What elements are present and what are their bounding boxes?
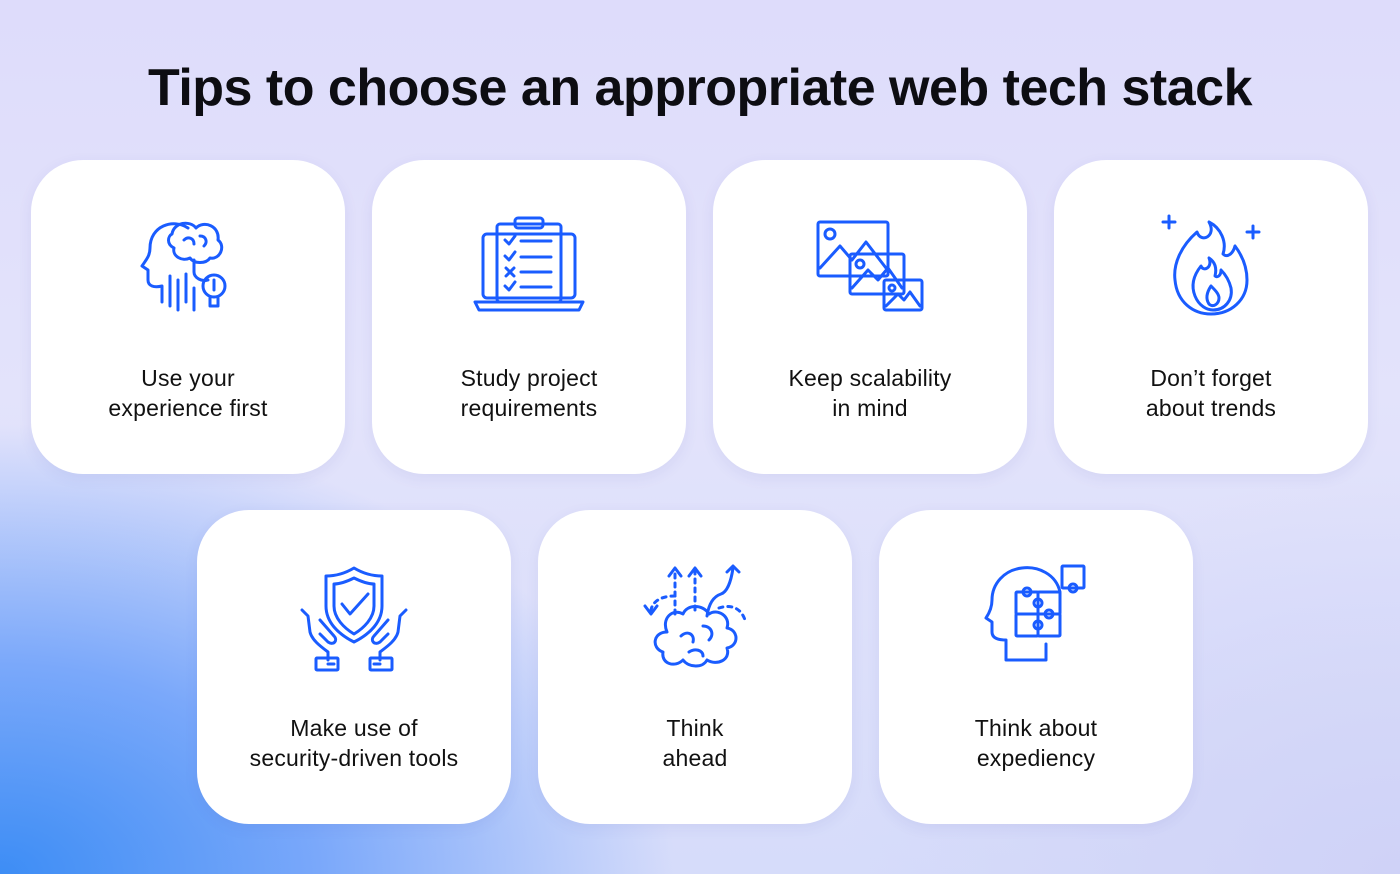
page-title: Tips to choose an appropriate web tech s… [148,59,1253,117]
scaling-images-icon [810,206,930,326]
clipboard-checklist-icon [469,206,589,326]
tip-label-line: Think [666,715,724,741]
tip-label-line: Think about [974,715,1098,741]
tip-label-line: in mind [832,395,908,421]
tip-card-think-ahead: Think ahead [538,510,852,824]
brain-idea-icon [128,206,248,326]
tip-label-line: about trends [1145,395,1277,421]
tip-label-line: ahead [662,745,728,771]
tip-label-line: Make use of [290,715,418,741]
tip-label-line: Don’t forget [1150,365,1272,391]
tip-label-line: Study project [460,365,598,391]
head-puzzle-icon [976,556,1096,676]
fire-trend-icon [1151,206,1271,326]
tip-card-security: Make use of security-driven tools [197,510,511,824]
tip-card-trends: Don’t forget about trends [1054,160,1368,474]
tip-card-scalability: Keep scalability in mind [713,160,1027,474]
tip-label-line: security-driven tools [249,745,459,771]
security-shield-hands-icon [294,556,414,676]
tip-label-line: Use your [141,365,235,391]
brain-arrows-icon [635,556,755,676]
tip-label-line: Keep scalability [788,365,952,391]
tip-card-expediency: Think about expediency [879,510,1193,824]
tip-card-requirements: Study project requirements [372,160,686,474]
tip-label-line: requirements [460,395,598,421]
tip-card-experience: Use your experience first [31,160,345,474]
tip-label-line: experience first [108,395,268,421]
tip-label-line: expediency [976,745,1096,771]
